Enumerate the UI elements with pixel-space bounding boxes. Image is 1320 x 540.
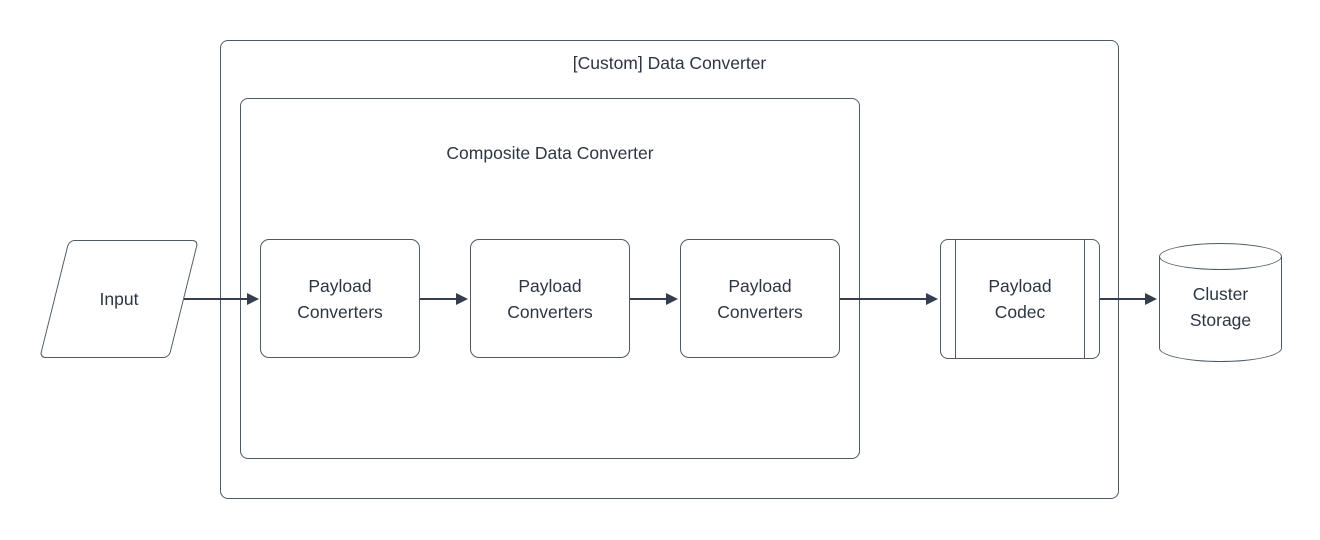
payload-converters-3-label: Payload Converters [717,275,803,322]
payload-converters-1-label: Payload Converters [297,275,383,322]
payload-converters-2-box [470,239,630,358]
payload-converters-2-label: Payload Converters [507,275,593,322]
arrow-converter2-to-converter3-head [666,293,678,305]
arrow-converter1-to-converter2-line [420,298,457,300]
cluster-storage-cylinder-body [1159,256,1282,362]
cluster-storage-cylinder-top [1159,243,1282,270]
payload-codec-right-bar [1084,239,1085,359]
payload-codec-box [940,239,1100,359]
arrow-input-to-converter1-head [247,293,259,305]
custom-data-converter-label: [Custom] Data Converter [572,53,767,73]
arrow-converter3-to-codec-line [840,298,927,300]
input-label: Input [99,289,139,309]
payload-converters-1-box [260,239,420,358]
payload-converters-3-box [680,239,840,358]
arrow-converter1-to-converter2-head [456,293,468,305]
arrow-converter2-to-converter3-line [630,298,667,300]
cluster-storage-label: Cluster Storage [1189,284,1252,330]
payload-codec-left-bar [955,239,956,359]
arrow-codec-to-storage-line [1100,298,1146,300]
arrow-codec-to-storage-head [1145,293,1157,305]
composite-data-converter-label: Composite Data Converter [446,143,654,163]
payload-codec-label: Payload Codec [988,276,1052,322]
arrow-input-to-converter1-line [184,298,248,300]
arrow-converter3-to-codec-head [926,293,938,305]
